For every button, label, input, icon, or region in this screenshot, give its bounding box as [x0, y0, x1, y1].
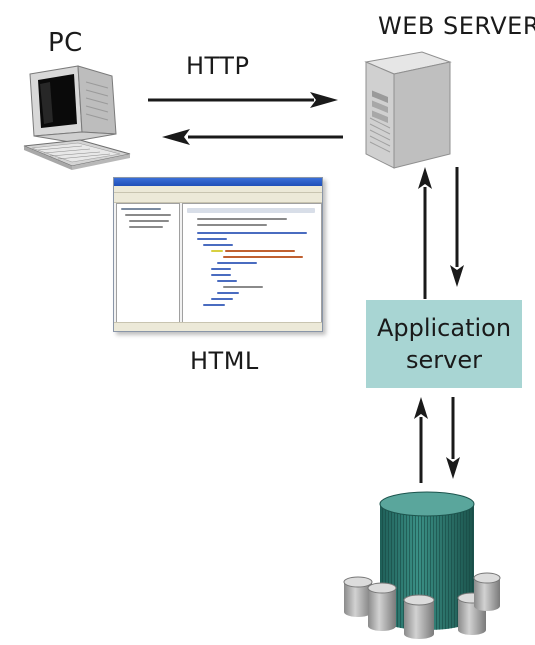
http-response-arrow	[162, 129, 343, 145]
editor-statusbar	[114, 322, 322, 331]
db-up-arrow	[414, 397, 428, 483]
http-request-arrow	[148, 92, 338, 108]
editor-toolbar	[114, 193, 322, 203]
server-up-arrow	[418, 167, 432, 299]
web-server-label: WEB SERVER	[378, 12, 535, 40]
html-editor-screenshot	[113, 177, 323, 332]
web-server-icon	[364, 51, 452, 169]
application-server-box: Application server	[366, 300, 522, 388]
database-cluster-icon	[343, 491, 501, 639]
app-server-line2: server	[406, 346, 482, 374]
pc-label: PC	[48, 28, 83, 58]
html-label: HTML	[190, 347, 259, 375]
http-label: HTTP	[186, 52, 250, 80]
db-down-arrow	[446, 397, 460, 479]
app-server-line1: Application	[376, 314, 512, 342]
editor-titlebar	[114, 178, 322, 186]
editor-menubar	[114, 186, 322, 193]
editor-project-panel	[116, 203, 180, 323]
server-down-arrow	[450, 167, 464, 287]
editor-code-panel	[182, 203, 322, 323]
pc-icon	[23, 65, 131, 170]
